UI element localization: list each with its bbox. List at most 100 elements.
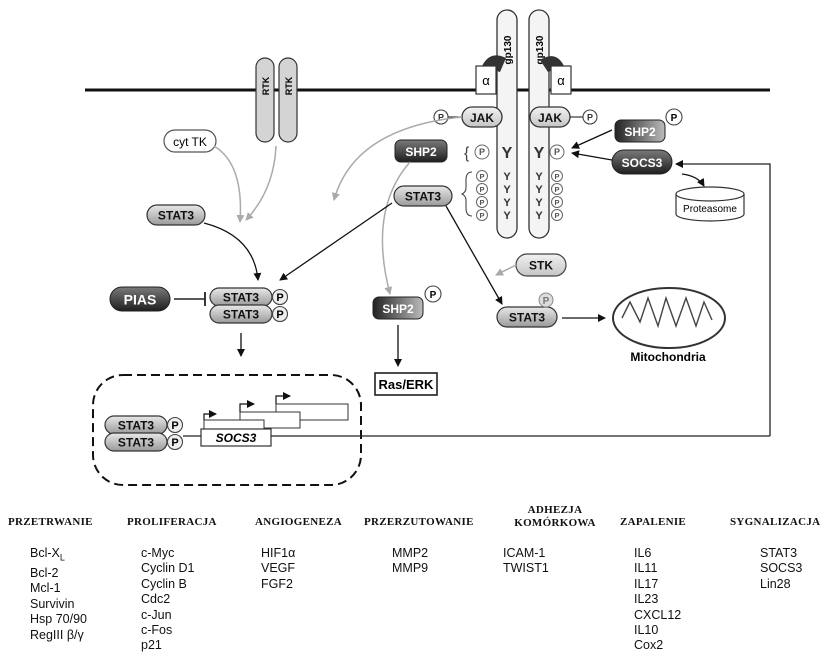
tyrosine-right: Y: [535, 184, 543, 196]
phospho-label-right: P: [554, 185, 559, 194]
category-title: ADHEZJA KOMÓRKOWA: [500, 504, 610, 530]
list-item: CXCL12: [634, 608, 681, 623]
stk-to-stat3-arrow: [496, 265, 516, 275]
stat3-dimer: STAT3 STAT3 P P: [210, 288, 288, 323]
list-item: ICAM-1: [503, 546, 549, 561]
category-title: ZAPALENIE: [620, 516, 686, 528]
list-item: p21: [141, 638, 195, 653]
socs3-protein: SOCS3: [612, 150, 672, 174]
brace-upper: {: [464, 145, 470, 162]
list-item: c-Jun: [141, 608, 195, 623]
receptor-stat3-to-dimer-arrow: [280, 203, 392, 280]
stat3-to-mito-stat3-arrow: [446, 206, 502, 304]
phospho-label-right: P: [554, 198, 559, 207]
stat3-receptor-label: STAT3: [405, 190, 442, 204]
alpha-label-2: α: [557, 73, 565, 88]
list-item: VEGF: [261, 561, 295, 576]
jak-right: JAK: [530, 107, 570, 127]
stat3-dimer-p2: P: [276, 309, 283, 321]
stat3-to-dimer-arrow: [204, 223, 258, 280]
list-item: SOCS3: [760, 561, 802, 576]
stat3-nuc-p1: P: [171, 420, 178, 432]
list-item: Cdc2: [141, 592, 195, 607]
shp2-right-label: SHP2: [624, 125, 656, 139]
list-item: IL17: [634, 577, 681, 592]
stat3-cytoplasm: STAT3: [147, 205, 205, 225]
stat3-receptor: STAT3: [394, 186, 452, 206]
stk: STK: [516, 254, 566, 276]
socs3-gene: SOCS3: [201, 429, 271, 446]
shp2-middle: SHP2 P: [373, 286, 441, 319]
stat3-nuc-bottom: STAT3: [118, 436, 155, 450]
list-item: FGF2: [261, 577, 295, 592]
stat3-mito-p: P: [543, 296, 550, 307]
stat3-mito-label: STAT3: [509, 311, 546, 325]
list-item: STAT3: [760, 546, 802, 561]
socs3-to-receptor-arrow: [572, 153, 612, 160]
alpha-subunit-1: α: [476, 66, 496, 94]
tyrosine-left: Y: [503, 171, 511, 183]
cyt-tk: cyt TK: [164, 130, 216, 152]
list-item: Bcl-2: [30, 566, 87, 581]
jak-left-label: JAK: [470, 111, 494, 125]
rtk-receptor-2: RTK: [279, 58, 297, 142]
socs3-gene-label: SOCS3: [216, 431, 257, 445]
category-title: ANGIOGENEZA: [255, 516, 342, 528]
phospho-label-right: P: [554, 211, 559, 220]
rtk-label-2: RTK: [284, 76, 294, 95]
stat3-cytoplasm-label: STAT3: [158, 209, 195, 223]
jak-left-p: P: [438, 113, 444, 123]
list-item: MMP2: [392, 546, 428, 561]
pias-label: PIAS: [124, 292, 157, 308]
stat3-dimer-top: STAT3: [223, 291, 260, 305]
list-item: MMP9: [392, 561, 428, 576]
pias: PIAS: [110, 287, 170, 311]
phospho-label-right: P: [554, 147, 560, 157]
stat3-dimer-p1: P: [276, 292, 283, 304]
category-items: Bcl-XL Bcl-2 Mcl-1 Survivin Hsp 70/90 Re…: [30, 546, 87, 643]
category-title: PRZERZUTOWANIE: [364, 516, 474, 528]
ras-erk-label: Ras/ERK: [379, 377, 435, 392]
alpha-subunit-2: α: [551, 66, 571, 94]
stat3-mitochondrial: STAT3 P: [497, 293, 557, 327]
shp2-to-receptor-arrow: [572, 130, 612, 148]
category-items: HIF1α VEGF FGF2: [261, 546, 295, 592]
stat3-nuc-p2: P: [171, 437, 178, 449]
phospho-label-left: P: [479, 185, 484, 194]
shp2-right-p: P: [671, 113, 678, 124]
list-item: Survivin: [30, 597, 87, 612]
tyrosine-left: Y: [502, 145, 513, 162]
socs3-label: SOCS3: [622, 156, 663, 170]
cyt-tk-label: cyt TK: [173, 135, 207, 149]
phospho-label-left: P: [479, 198, 484, 207]
shp2-to-shp2-arrow: [382, 162, 410, 294]
jak-left-phospho: P: [434, 110, 448, 124]
list-item: Cyclin D1: [141, 561, 195, 576]
category-items: c-Myc Cyclin D1 Cyclin B Cdc2 c-Jun c-Fo…: [141, 546, 195, 654]
stat3-dimer-nuclear: STAT3 STAT3 P P: [105, 416, 183, 451]
jak-left: JAK: [462, 107, 502, 127]
rtk-to-stat3-arrow: [246, 146, 276, 220]
category-items: MMP2 MMP9: [392, 546, 428, 577]
shp2-receptor-label: SHP2: [405, 145, 437, 159]
shp2-middle-p: P: [430, 290, 437, 301]
stat3-dimer-bottom: STAT3: [223, 308, 260, 322]
rtk-receptor-1: RTK: [256, 58, 274, 142]
category-title: PROLIFERACJA: [127, 516, 217, 528]
phospho-label-right: P: [554, 172, 559, 181]
proteasome: Proteasome: [676, 187, 744, 221]
shp2-receptor: SHP2: [395, 140, 447, 162]
list-item: Hsp 70/90: [30, 612, 87, 627]
list-item: RegIII β/γ: [30, 628, 87, 643]
tyrosine-left: Y: [503, 197, 511, 209]
list-item: IL10: [634, 623, 681, 638]
tyrosine-left: Y: [503, 210, 511, 222]
category-title: PRZETRWANIE: [8, 516, 93, 528]
alpha-label-1: α: [482, 73, 490, 88]
stat3-signaling-diagram: RTK RTK gp130 gp130 α α JAK P JAK P: [0, 0, 838, 500]
list-item: Cyclin B: [141, 577, 195, 592]
phospho-label-left: P: [479, 147, 485, 157]
list-item: Cox2: [634, 638, 681, 653]
socs3-to-proteasome-arrow: [682, 174, 704, 186]
